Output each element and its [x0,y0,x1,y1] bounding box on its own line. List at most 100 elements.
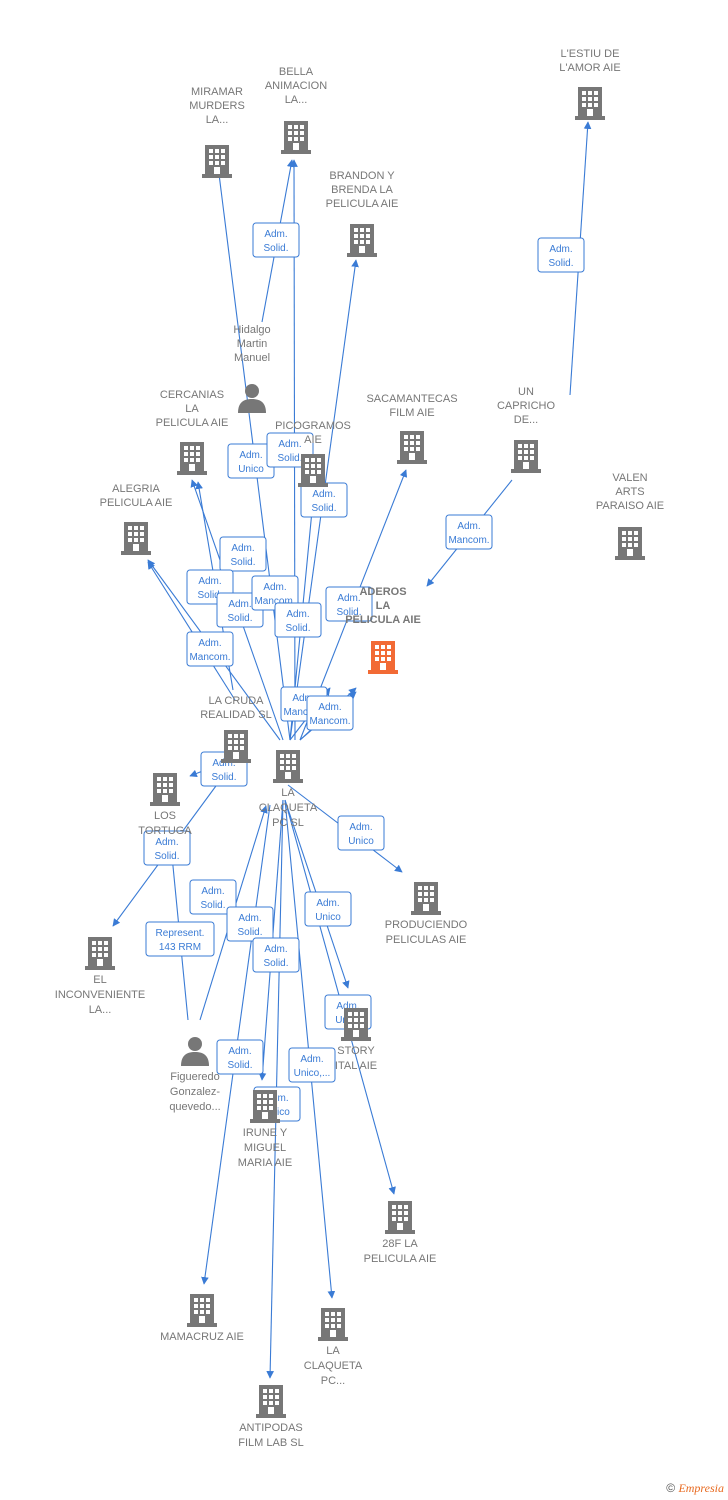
node-label-line: PELICULA AIE [326,198,399,210]
node-lestiu[interactable]: L'ESTIU DEL'AMOR AIE [559,48,621,120]
edge-label-frame [288,1047,336,1083]
node-label-line: PRODUCIENDO [385,919,468,931]
edge-label-box[interactable]: Adm.Mancom. [306,695,354,731]
node-label-line: PELICULAS AIE [386,934,467,946]
edge-label-text: Adm. [337,593,360,604]
edge-label-frame [337,815,385,851]
edge-label-text: Adm. [292,693,315,704]
edge-label-box[interactable]: Adm.Solid. [219,536,267,572]
node-label-line: PELICULA AIE [156,417,229,429]
edge-label-text: Adm. [239,450,262,461]
node-label-line: LOS [154,810,176,822]
node-label-line: PC SL [272,817,304,829]
node-label-line: ANTIPODAS [239,1422,303,1434]
edge-label-text: Unico [238,464,264,475]
node-label-line: LA [185,403,199,415]
edge-label-text: Adm. [278,439,301,450]
node-label-line: PELICULA AIE [364,1253,437,1265]
building-icon [511,440,541,473]
node-label-line: STORY [337,1045,375,1057]
node-label-line: AIE [304,434,322,446]
edge-label-box[interactable]: Adm.Solid. [537,237,585,273]
edge-label-box[interactable]: Adm. Unico [337,815,385,851]
edge-label-frame [304,891,352,927]
edge-label-box[interactable]: Adm.Mancom. [186,631,234,667]
node-story[interactable]: STORY ITAL AIE [335,1008,377,1072]
edge-label-box[interactable]: Adm.Unico [304,891,352,927]
edge-line-extra-11 [147,561,236,701]
building-icon [575,87,605,120]
edge-label-frame [537,237,585,273]
node-label-line: INCONVENIENTE [55,989,145,1001]
person-icon [238,384,266,413]
edge-label-box[interactable]: Adm. Solid. [252,937,300,973]
node-figueredo[interactable]: FigueredoGonzalez-quevedo... [169,1037,221,1113]
edge-label-box[interactable]: Adm.Solid. [300,482,348,518]
edge-label-text: Solid. [227,1060,252,1071]
node-bella[interactable]: BELLAANIMACIONLA... [265,66,327,154]
edge-label-box[interactable]: Adm.Unico,... [288,1047,336,1083]
node-label-line: PARAISO AIE [596,500,664,512]
edge-label-box[interactable]: Adm. Mancom. [445,514,493,550]
brand-logo[interactable]: Empresia [678,1481,724,1495]
node-inconveniente[interactable]: EL INCONVENIENTE LA... [55,937,145,1016]
edge-label-text: Solid. [197,590,222,601]
building-icon [256,1385,286,1418]
node-capricho[interactable]: UNCAPRICHODE... [497,386,556,473]
node-label-line: IRUNE Y [243,1127,288,1139]
edge-labels-layer: Adm.Solid.Adm.Solid.Adm.UnicoAdm.Solid.A… [143,222,585,1122]
edge-label-text: Mancom. [309,716,350,727]
edge-label-text: Mancom. [189,652,230,663]
edge-label-box[interactable]: Adm.Solid. [226,906,274,942]
edge-label-text: Solid. [154,851,179,862]
edge-label-box[interactable]: Adm.Solid. [216,1039,264,1075]
edge-label-text: Solid. [263,958,288,969]
node-claquetapc[interactable]: LACLAQUETAPC... [304,1308,363,1387]
edge-label-text: Mancom. [448,535,489,546]
edge-label-text: Adm. [457,521,480,532]
node-miramar[interactable]: MIRAMARMURDERSLA... [189,86,245,178]
edge-label-frame [252,937,300,973]
node-label-line: EL [93,974,106,986]
node-produciendo[interactable]: PRODUCIENDO PELICULAS AIE [385,882,468,946]
node-label-line: REALIDAD SL [200,709,272,721]
edge-label-box[interactable]: Adm.Solid. [274,602,322,638]
node-label-line: ADEROS [359,586,406,598]
node-label-line: LA... [89,1004,112,1016]
node-label-line: BRANDON Y [329,170,395,182]
edge-label-box[interactable]: Adm.Solid. [143,830,191,866]
edge-label-box[interactable]: Adm.Solid. [189,879,237,915]
edge-label-box[interactable]: Represent.143 RRM [145,921,215,957]
edge-label-text: Unico [348,836,374,847]
node-label-line: ITAL AIE [335,1060,377,1072]
building-icon [318,1308,348,1341]
node-label-line: LA... [285,94,308,106]
building-icon [341,1008,371,1041]
edge-label-text: Adm. [349,822,372,833]
node-label-line: LA [281,787,295,799]
edge-label-text: Adm. [264,944,287,955]
edge-label-frame [219,536,267,572]
node-label-line: Gonzalez- [170,1086,220,1098]
edge-label-text: Unico [315,912,341,923]
node-mamacruz[interactable]: MAMACRUZ AIE [160,1294,244,1343]
building-icon [177,442,207,475]
building-icon [273,750,303,783]
edge-label-box[interactable]: Adm.Solid. [325,586,373,622]
edge-label-box[interactable]: Adm.Solid. [252,222,300,258]
node-label-line: PELICULA AIE [100,497,173,509]
